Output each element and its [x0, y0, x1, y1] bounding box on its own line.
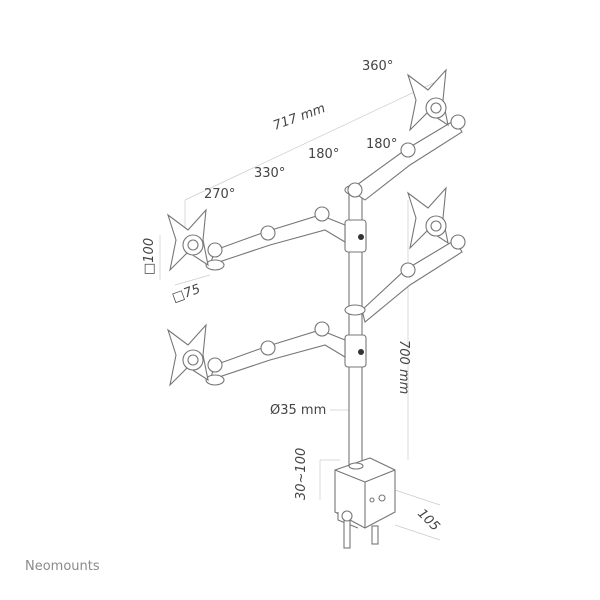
lower-left-arm	[205, 321, 346, 386]
lower-right-arm	[344, 234, 466, 323]
brand-logo: Neomounts	[25, 559, 100, 574]
arm-collars	[344, 219, 367, 368]
label-clamp-range: 30~100	[294, 448, 309, 500]
vesa-plate-lower-right	[406, 186, 449, 250]
label-width-717: 717 mm	[271, 101, 327, 134]
label-rotation-270: 270°	[204, 187, 235, 202]
vesa-plate-lower-left	[166, 323, 209, 387]
vesa-plate-upper-right	[406, 68, 449, 132]
label-rotation-360: 360°	[362, 59, 393, 74]
upper-right-arm	[347, 114, 466, 201]
desk-clamp	[334, 457, 396, 549]
label-height-700: 700 mm	[396, 340, 411, 394]
dimension-lines	[159, 79, 441, 541]
label-rotation-180-b: 180°	[366, 137, 397, 152]
label-pole-diameter: Ø35 mm	[270, 403, 326, 418]
label-clamp-depth: 105	[414, 506, 442, 534]
upper-left-arm	[205, 206, 346, 271]
vesa-plate-upper-left	[166, 208, 209, 272]
label-vesa-100: □100	[142, 238, 157, 275]
label-vesa-75: □75	[170, 282, 202, 306]
label-rotation-330: 330°	[254, 166, 285, 181]
label-rotation-180-a: 180°	[308, 147, 339, 162]
